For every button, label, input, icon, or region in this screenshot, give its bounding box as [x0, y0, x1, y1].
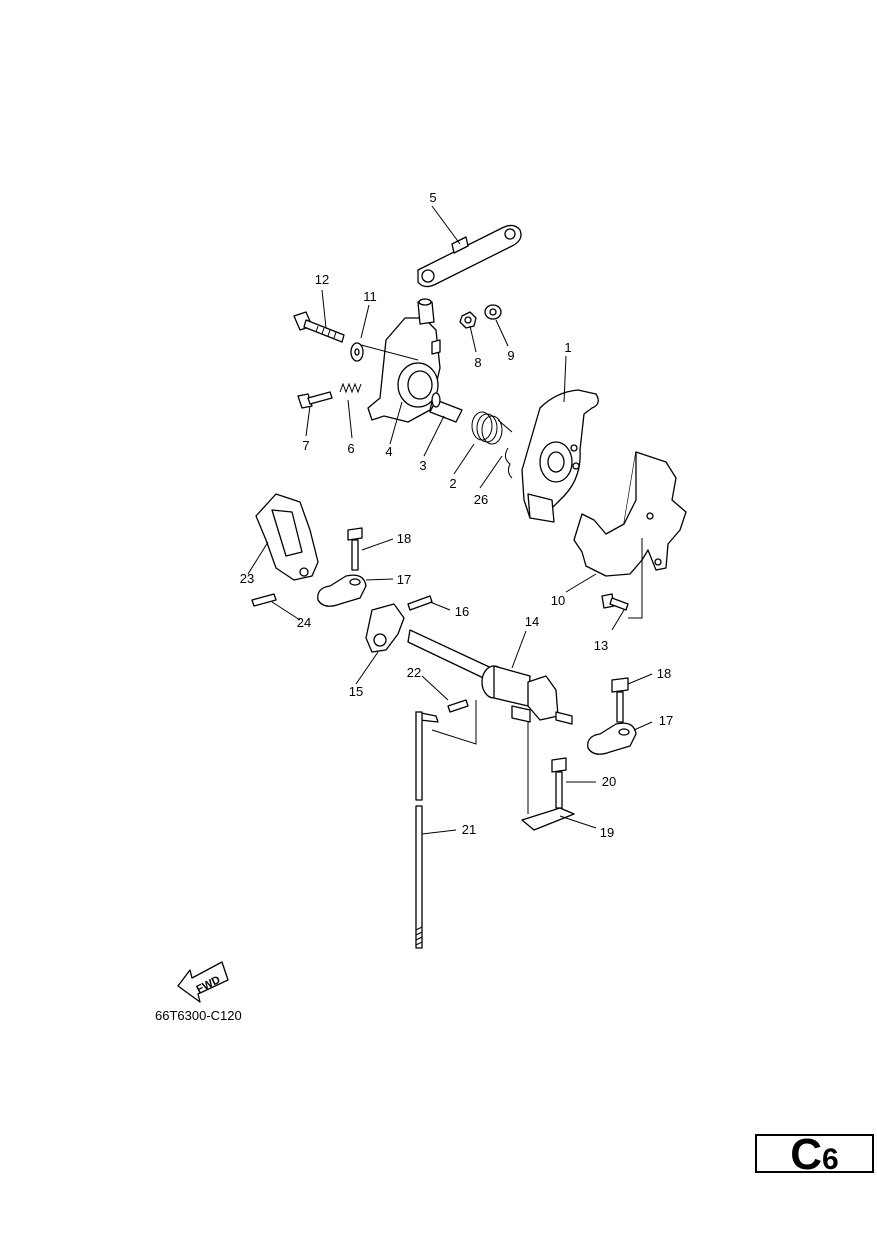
page-badge: C 6 — [755, 1130, 874, 1179]
callout-4: 4 — [385, 444, 392, 459]
fwd-arrow-icon: FWD — [177, 961, 229, 1003]
part-17-clamp-upper — [317, 574, 367, 607]
part-8-nut — [459, 311, 477, 329]
part-1-shift-lever — [521, 389, 599, 523]
callout-19: 19 — [600, 825, 614, 840]
diagram-code: 66T6300-C120 — [155, 1008, 242, 1023]
callout-20: 20 — [602, 774, 616, 789]
callout-26: 26 — [474, 492, 488, 507]
part-11-washer — [350, 342, 364, 362]
part-23-bracket — [255, 493, 319, 581]
part-26-clip — [504, 447, 513, 479]
part-18-bolt-upper — [347, 527, 363, 571]
callout-12: 12 — [315, 272, 329, 287]
callout-18-upper: 18 — [397, 531, 411, 546]
callout-2: 2 — [449, 476, 456, 491]
callout-15: 15 — [349, 684, 363, 699]
callout-5: 5 — [429, 190, 436, 205]
callout-14: 14 — [525, 614, 539, 629]
callout-13: 13 — [594, 638, 608, 653]
callout-9: 9 — [507, 348, 514, 363]
page-badge-letter: C — [790, 1130, 823, 1179]
part-14-shift-rod — [407, 629, 573, 725]
part-24-pin — [251, 593, 277, 607]
callout-3: 3 — [419, 458, 426, 473]
callout-8: 8 — [474, 355, 481, 370]
part-5-link-plate — [417, 224, 522, 288]
part-19-plate — [521, 807, 575, 831]
part-10-bracket — [573, 451, 687, 577]
part-13-bolt — [601, 593, 629, 611]
part-2-spring — [471, 411, 513, 445]
part-12-bolt — [293, 311, 345, 343]
part-9-bushing — [484, 304, 502, 320]
part-18-bolt-lower — [611, 677, 629, 723]
part-22-pin — [447, 699, 469, 713]
callout-21: 21 — [462, 822, 476, 837]
part-7-screw — [297, 391, 333, 409]
callout-17-lower: 17 — [659, 713, 673, 728]
callout-16: 16 — [455, 604, 469, 619]
part-20-bolt — [551, 757, 567, 809]
callout-6: 6 — [347, 441, 354, 456]
part-6-spring — [339, 382, 362, 394]
page-badge-number: 6 — [822, 1143, 839, 1176]
callout-7: 7 — [302, 438, 309, 453]
callout-24: 24 — [297, 615, 311, 630]
callout-18-lower: 18 — [657, 666, 671, 681]
callout-1: 1 — [564, 340, 571, 355]
part-21-rod — [415, 711, 439, 949]
part-3-collar — [429, 392, 463, 423]
part-15-shift-arm — [365, 603, 405, 653]
callout-labels: 5 12 11 8 9 1 7 6 4 3 2 26 10 13 18 17 2… — [240, 190, 673, 840]
callout-22: 22 — [407, 665, 421, 680]
leader-lines — [247, 205, 653, 835]
callout-17-upper: 17 — [397, 572, 411, 587]
callout-23: 23 — [240, 571, 254, 586]
callout-10: 10 — [551, 593, 565, 608]
part-4-lever-bracket — [367, 298, 441, 423]
part-17-clamp-lower — [587, 722, 637, 755]
part-16-pin — [407, 595, 433, 611]
callout-11: 11 — [363, 289, 377, 304]
